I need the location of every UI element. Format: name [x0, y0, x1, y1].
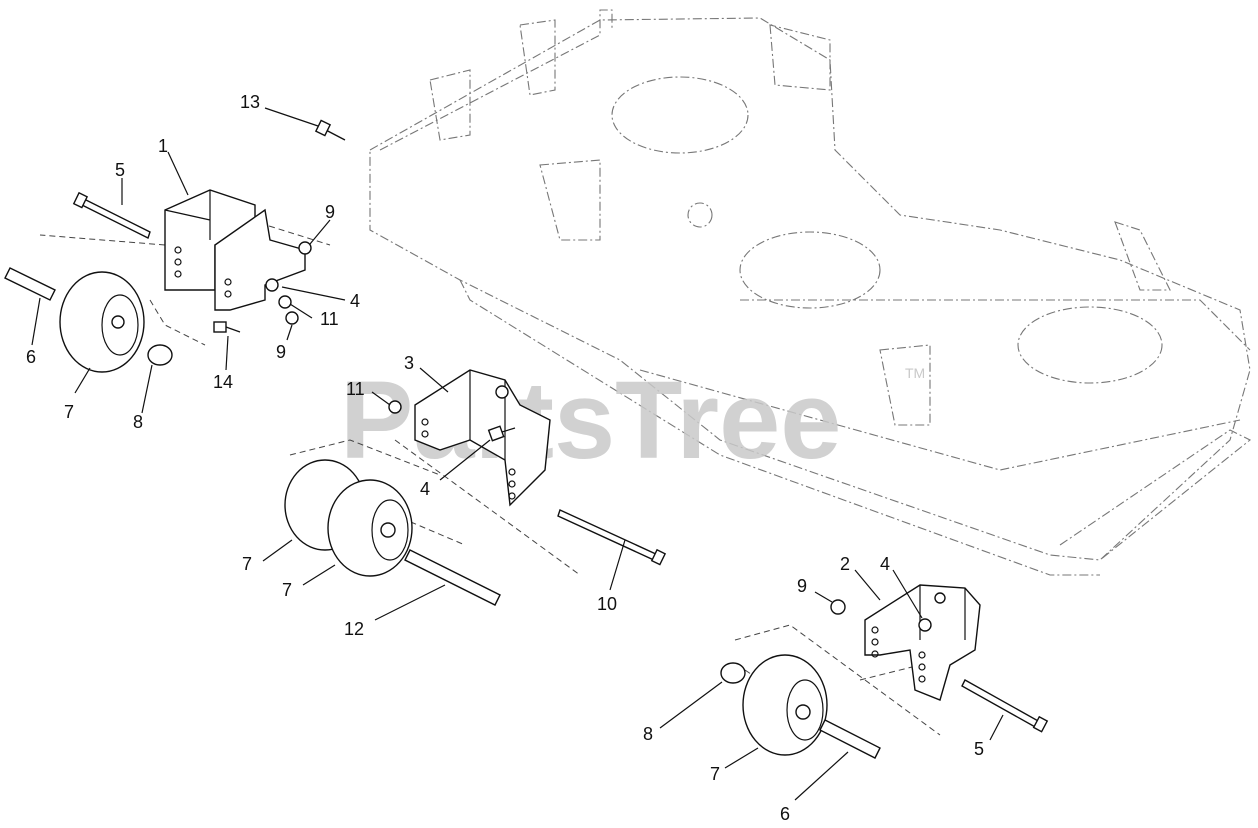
callout-12: 12: [344, 619, 364, 639]
axle-tube: [404, 549, 501, 606]
callout-9: 9: [276, 342, 286, 362]
callout-11: 11: [320, 309, 339, 329]
callout-6: 6: [26, 347, 36, 367]
axle-spacer-tube: [4, 267, 56, 301]
caster-wheel-front: [327, 479, 413, 577]
callout-10: 10: [597, 594, 617, 614]
callout-9: 9: [797, 576, 807, 596]
callout-13: 13: [240, 92, 260, 112]
center-axle-bolt: [557, 509, 659, 562]
callout-4: 4: [880, 554, 890, 574]
mower-deck-outline: [369, 9, 1252, 576]
callout-8: 8: [643, 724, 653, 744]
caster-side-plate: [214, 208, 306, 311]
callout-8: 8: [133, 412, 143, 432]
callout-7: 7: [710, 764, 720, 784]
caster-bracket-2: [864, 584, 981, 701]
right-caster-assembly: [720, 584, 1049, 759]
callout-3: 3: [404, 353, 414, 373]
bushing: [147, 344, 173, 366]
callout-labels: 13 1 5 9 4 11 9 6 7 8 14 3 11 4 7 7 12 1…: [26, 92, 984, 824]
callout-5: 5: [115, 160, 125, 180]
callout-7: 7: [64, 402, 74, 422]
watermark-trademark: TM: [905, 365, 925, 381]
center-caster-assembly: [284, 369, 667, 606]
right-axle-bolt: [961, 679, 1041, 729]
callout-4: 4: [350, 291, 360, 311]
callout-1: 1: [158, 136, 168, 156]
flange-nut: [298, 241, 312, 255]
callout-9: 9: [325, 202, 335, 222]
caster-axle-bolt: [79, 197, 151, 239]
callout-5: 5: [974, 739, 984, 759]
caster-bracket-3: [414, 369, 551, 507]
leader-lines: [31, 107, 1004, 801]
right-caster-wheel: [742, 654, 828, 756]
left-caster-assembly: [4, 119, 346, 373]
callout-11: 11: [346, 379, 365, 399]
callout-4: 4: [420, 479, 430, 499]
callout-14: 14: [213, 372, 233, 392]
callout-7: 7: [242, 554, 252, 574]
callout-6: 6: [780, 804, 790, 824]
callout-2: 2: [840, 554, 850, 574]
callout-7: 7: [282, 580, 292, 600]
